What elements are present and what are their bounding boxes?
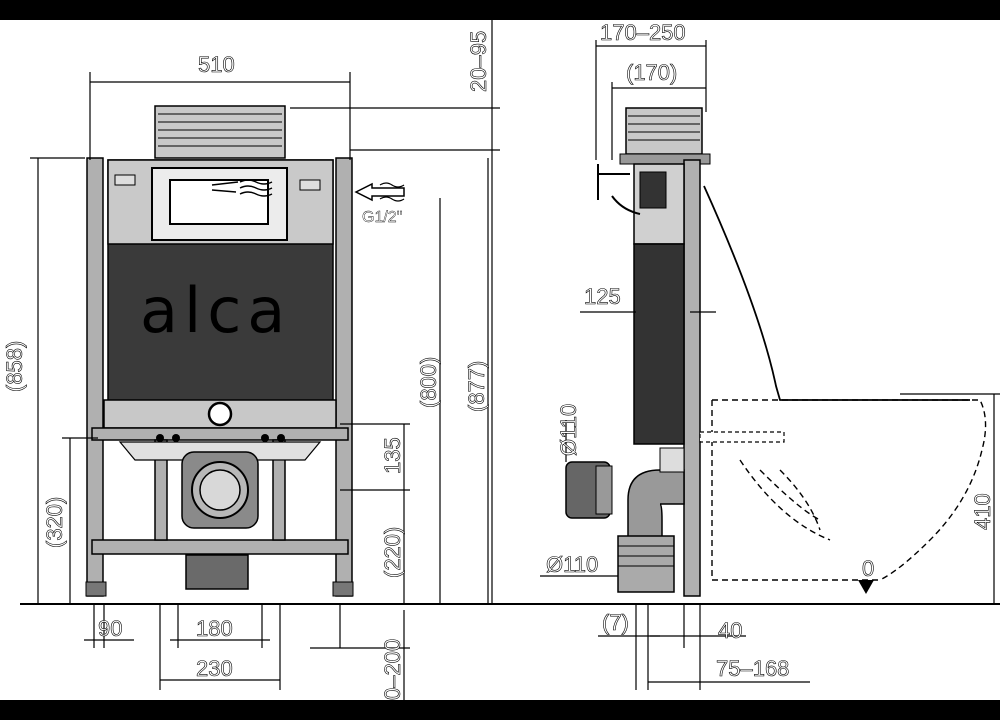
lower-crossbar [91, 539, 349, 555]
dim-zero: 0 [862, 556, 874, 581]
dim-height-877: (877) [464, 361, 489, 412]
side-post [683, 159, 701, 597]
bowl-mount-bar [91, 427, 349, 441]
flush-connector-icon [207, 401, 233, 427]
valve-icon [211, 181, 239, 193]
cistern-top-cover [154, 105, 286, 159]
dim-side-depth-range: 170–250 [600, 20, 686, 45]
bolt-icon [156, 434, 164, 442]
dim-height-858: (858) [2, 341, 27, 392]
brand-logo: alca [140, 274, 291, 347]
dim-spacing-230: 230 [196, 656, 233, 681]
dim-offset-7: (7) [602, 610, 629, 635]
dim-side-depth-default: (170) [626, 60, 677, 85]
dim-pipe-bottom: Ø110 [546, 552, 598, 577]
water-inlet-label: G1/2" [362, 209, 402, 226]
side-drain-elbow [627, 469, 685, 545]
dim-pipe-top: Ø110 [556, 404, 581, 456]
dim-height-135: 135 [380, 437, 405, 474]
left-post [86, 157, 104, 597]
water-flow-icon [239, 179, 273, 197]
floor-reference-icon [858, 580, 874, 594]
dim-width-510: 510 [198, 52, 235, 77]
side-cistern [633, 243, 685, 445]
drain-outlet [185, 554, 249, 590]
dim-spacing-90: 90 [98, 616, 122, 641]
dim-height-320: (320) [42, 497, 67, 548]
dim-spacing-180: 180 [196, 616, 233, 641]
water-inlet-arrow-icon [354, 182, 405, 202]
dim-offset-range: 75–168 [716, 656, 789, 681]
dim-depth-0-200: 0–200 [380, 639, 405, 700]
dim-offset-top: 20–95 [466, 31, 491, 92]
side-view: 170–250 (170) 125 Ø110 [540, 20, 1000, 690]
dim-offset-40: 40 [718, 618, 742, 643]
dim-height-410: 410 [970, 493, 995, 530]
dim-side-125: 125 [584, 284, 621, 309]
toilet-bowl-outline [712, 399, 987, 581]
dim-height-220: (220) [380, 527, 405, 578]
dim-height-800: (800) [416, 357, 441, 408]
front-view: alca G1/2" 510 20–95 (858) (320) (800) (… [2, 20, 1000, 700]
right-post [335, 157, 353, 597]
